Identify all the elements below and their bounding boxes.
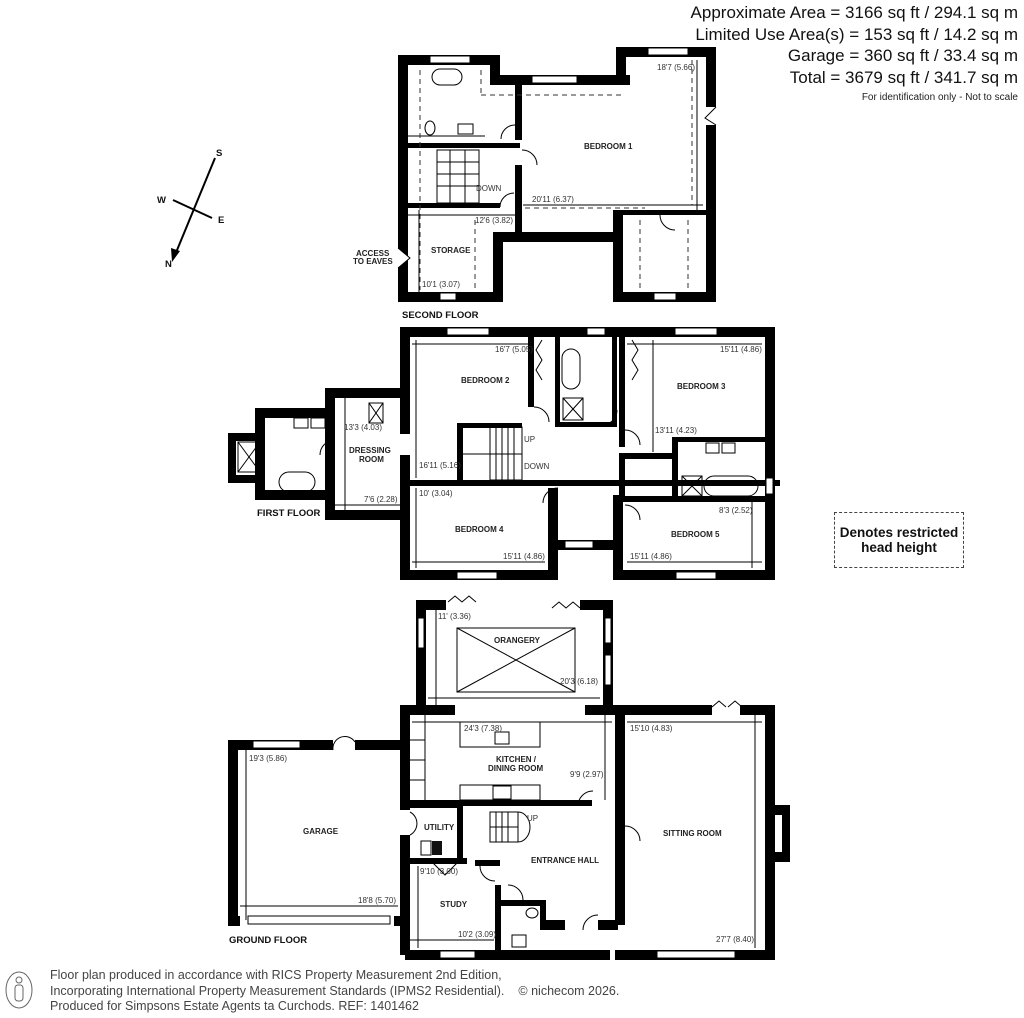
label-down: DOWN xyxy=(524,462,550,471)
dim-bedroom-2-width: 16'7 (5.05) xyxy=(495,345,533,354)
dim-bedroom-1-length: 20'11 (6.37) xyxy=(532,195,574,204)
dim-garage-width: 18'8 (5.70) xyxy=(358,896,396,905)
compass-icon: S W E N xyxy=(157,148,224,270)
label-kitchen: KITCHEN / xyxy=(496,755,537,764)
label-utility: UTILITY xyxy=(424,823,455,832)
ground-floor-title: GROUND FLOOR xyxy=(229,935,307,946)
dim-study-width: 10'2 (3.09) xyxy=(458,930,496,939)
dim-sitting-length: 27'7 (8.40) xyxy=(716,935,754,944)
label-dining-room: DINING ROOM xyxy=(488,764,543,773)
label-bedroom-1: BEDROOM 1 xyxy=(584,142,633,151)
second-floor-title: SECOND FLOOR xyxy=(402,310,479,321)
compass-s: S xyxy=(216,148,222,159)
dim-storage-length: 10'1 (3.07) xyxy=(422,280,460,289)
total-area: Total = 3679 sq ft / 341.7 sq m xyxy=(789,67,1018,87)
label-access-eaves-2: TO EAVES xyxy=(353,257,393,266)
label-bedroom-2: BEDROOM 2 xyxy=(461,376,510,385)
label-storage: STORAGE xyxy=(431,246,471,255)
dim-kitchen-length: 9'9 (2.97) xyxy=(570,770,604,779)
label-up: UP xyxy=(527,814,538,823)
dim-bedroom-5-length: 8'3 (2.52) xyxy=(719,506,753,515)
dim-bedroom-4-length: 10' (3.04) xyxy=(419,489,453,498)
label-orangery: ORANGERY xyxy=(494,636,541,645)
footer-brand: © nichecom 2026. xyxy=(518,983,620,998)
limited-use-area: Limited Use Area(s) = 153 sq ft / 14.2 s… xyxy=(695,24,1018,44)
label-room: ROOM xyxy=(359,455,384,464)
label-study: STUDY xyxy=(440,900,468,909)
label-bedroom-3: BEDROOM 3 xyxy=(677,382,726,391)
legend-line-2: head height xyxy=(861,540,937,555)
dim-study-length: 9'10 (3.00) xyxy=(420,867,458,876)
footer-line-3: Produced for Simpsons Estate Agents ta C… xyxy=(50,999,419,1013)
dim-bedroom-3-width: 15'11 (4.86) xyxy=(720,345,762,354)
label-bedroom-5: BEDROOM 5 xyxy=(671,530,720,539)
person-info-icon xyxy=(5,971,33,1009)
dim-kitchen-width: 24'3 (7.38) xyxy=(464,724,502,733)
footer-credits: Floor plan produced in accordance with R… xyxy=(50,968,619,1015)
label-access-eaves-1: ACCESS xyxy=(356,249,390,258)
dim-orangery-length: 11' (3.36) xyxy=(438,612,471,621)
dim-sitting-width: 15'10 (4.83) xyxy=(630,724,673,733)
dim-dressing-length: 13'3 (4.03) xyxy=(344,423,382,432)
label-up: UP xyxy=(524,435,535,444)
compass-n: N xyxy=(165,259,172,270)
legend-line-1: Denotes restricted xyxy=(839,525,959,540)
compass-w: W xyxy=(157,195,166,206)
ground-floor-plan: ORANGERY KITCHEN / DINING ROOM GARAGE UT… xyxy=(228,595,790,960)
dim-bedroom-5-width: 15'11 (4.86) xyxy=(630,552,672,561)
dim-bedroom-2-length: 16'11 (5.16) xyxy=(419,461,461,470)
compass-e: E xyxy=(218,215,224,226)
approximate-area: Approximate Area = 3166 sq ft / 294.1 sq… xyxy=(690,3,1018,22)
footer-line-1: Floor plan produced in accordance with R… xyxy=(50,968,502,982)
area-summary: Approximate Area = 3166 sq ft / 294.1 sq… xyxy=(691,2,1018,103)
dim-bedroom-3-length: 13'11 (4.23) xyxy=(655,426,697,435)
label-entrance-hall: ENTRANCE HALL xyxy=(531,856,599,865)
dim-bedroom-4-width: 15'11 (4.86) xyxy=(503,552,545,561)
restricted-height-legend: Denotes restricted head height xyxy=(834,512,964,568)
label-dressing: DRESSING xyxy=(349,446,391,455)
dim-bedroom-1-width: 18'7 (5.66) xyxy=(657,63,695,72)
dim-orangery-width: 20'3 (6.18) xyxy=(560,677,598,686)
label-bedroom-4: BEDROOM 4 xyxy=(455,525,504,534)
footer-line-2: Incorporating International Property Mea… xyxy=(50,983,505,998)
label-garage: GARAGE xyxy=(303,827,339,836)
dim-dressing-width: 7'6 (2.28) xyxy=(364,495,398,504)
dim-garage-length: 19'3 (5.86) xyxy=(249,754,287,763)
garage-area: Garage = 360 sq ft / 33.4 sq m xyxy=(787,46,1018,65)
second-floor-plan: BEDROOM 1 STORAGE DOWN 18'7 (5.66) 20'11… xyxy=(353,47,717,321)
first-floor-title: FIRST FLOOR xyxy=(257,508,320,519)
scale-note: For identification only - Not to scale xyxy=(861,92,1018,103)
label-down: DOWN xyxy=(476,184,502,193)
first-floor-plan: BEDROOM 2 BEDROOM 3 BEDROOM 4 BEDROOM 5 … xyxy=(228,327,780,580)
label-sitting-room: SITTING ROOM xyxy=(663,829,722,838)
dim-storage-width: 12'6 (3.82) xyxy=(475,216,513,225)
